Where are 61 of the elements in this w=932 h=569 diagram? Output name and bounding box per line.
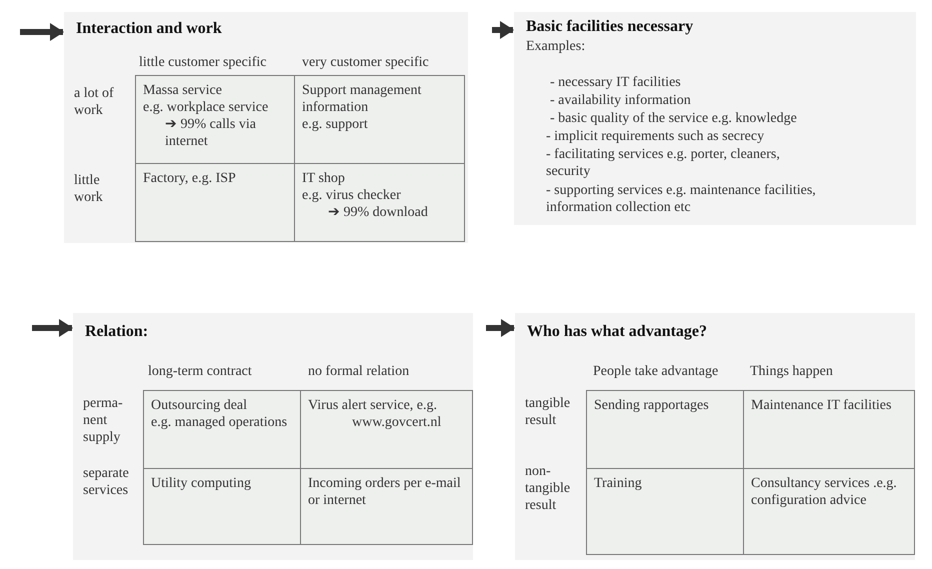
table-cell — [300, 468, 473, 545]
cell-text: ➔ 99% calls via internet — [164, 116, 257, 150]
table-header: People take advantage — [593, 363, 720, 380]
table-header: little work — [74, 172, 104, 206]
list-item: - necessary IT facilities — [550, 74, 682, 91]
cell-text: Sending rapportages — [594, 397, 710, 414]
cell-text: Factory, e.g. ISP — [143, 170, 237, 187]
cell-text: Incoming orders per e-mail or internet — [308, 475, 462, 509]
table-header: perma- nent supply — [83, 395, 124, 446]
table-cell — [135, 75, 295, 164]
table-header: a lot of work — [74, 85, 115, 119]
cell-text: e.g. virus checker — [302, 187, 402, 204]
table-cell — [300, 390, 473, 469]
table-cell — [294, 163, 465, 242]
cell-text: IT shop — [302, 170, 346, 187]
list-item: Examples: — [526, 38, 586, 55]
block-arrow — [492, 21, 514, 39]
cell-text: Maintenance IT facilities — [751, 397, 892, 414]
table-cell — [743, 390, 915, 469]
cell-text: Consultancy services .e.g. configuration advice — [751, 475, 898, 509]
cell-text: Utility computing — [151, 475, 252, 492]
slide-panel — [515, 313, 915, 560]
table-cell — [743, 468, 915, 555]
table-header: separate services — [83, 465, 130, 499]
cell-text: e.g. workplace service — [143, 99, 270, 116]
table-cell — [135, 163, 295, 242]
cell-text: www.govcert.nl — [351, 414, 442, 431]
cell-text: ➔ 99% download — [327, 204, 429, 221]
table-header: non- tangible result — [525, 463, 572, 514]
list-item: - facilitating services e.g. porter, cleaners, security — [546, 146, 781, 180]
panel-heading: Relation: — [85, 323, 150, 340]
list-item: - supporting services e.g. maintenance facilities, information collection etc — [546, 182, 817, 216]
table-header: tangible result — [525, 395, 572, 429]
table-header: little customer specific — [139, 54, 268, 71]
table-cell — [586, 390, 744, 469]
table-cell — [294, 75, 465, 164]
panel-heading: Who has what advantage? — [527, 323, 708, 340]
table-header: very customer specific — [302, 54, 430, 71]
cell-text: Virus alert service, e.g. — [308, 397, 438, 414]
list-item: - implicit requirements such as secrecy — [546, 128, 766, 145]
cell-text: e.g. managed operations — [151, 414, 288, 431]
panel-heading: Interaction and work — [76, 20, 223, 37]
block-arrow — [32, 319, 73, 337]
block-arrow — [20, 23, 64, 41]
table-header: Things happen — [750, 363, 834, 380]
cell-text: e.g. support — [302, 116, 369, 133]
table-cell — [143, 468, 301, 545]
table-header: no formal relation — [308, 363, 410, 380]
slide-panel — [73, 313, 473, 560]
table-cell — [586, 468, 744, 555]
cell-text: Training — [594, 475, 643, 492]
list-item: - basic quality of the service e.g. knowledge — [550, 110, 798, 127]
cell-text: Massa service — [143, 82, 223, 99]
table-header: long-term contract — [148, 363, 253, 380]
block-arrow — [486, 319, 515, 337]
cell-text: Outsourcing deal — [151, 397, 248, 414]
panel-heading: Basic facilities necessary — [526, 18, 694, 35]
slide-panel — [514, 12, 916, 225]
slide-panel — [64, 12, 468, 243]
table-cell — [143, 390, 301, 469]
list-item: - availability information — [550, 92, 692, 109]
